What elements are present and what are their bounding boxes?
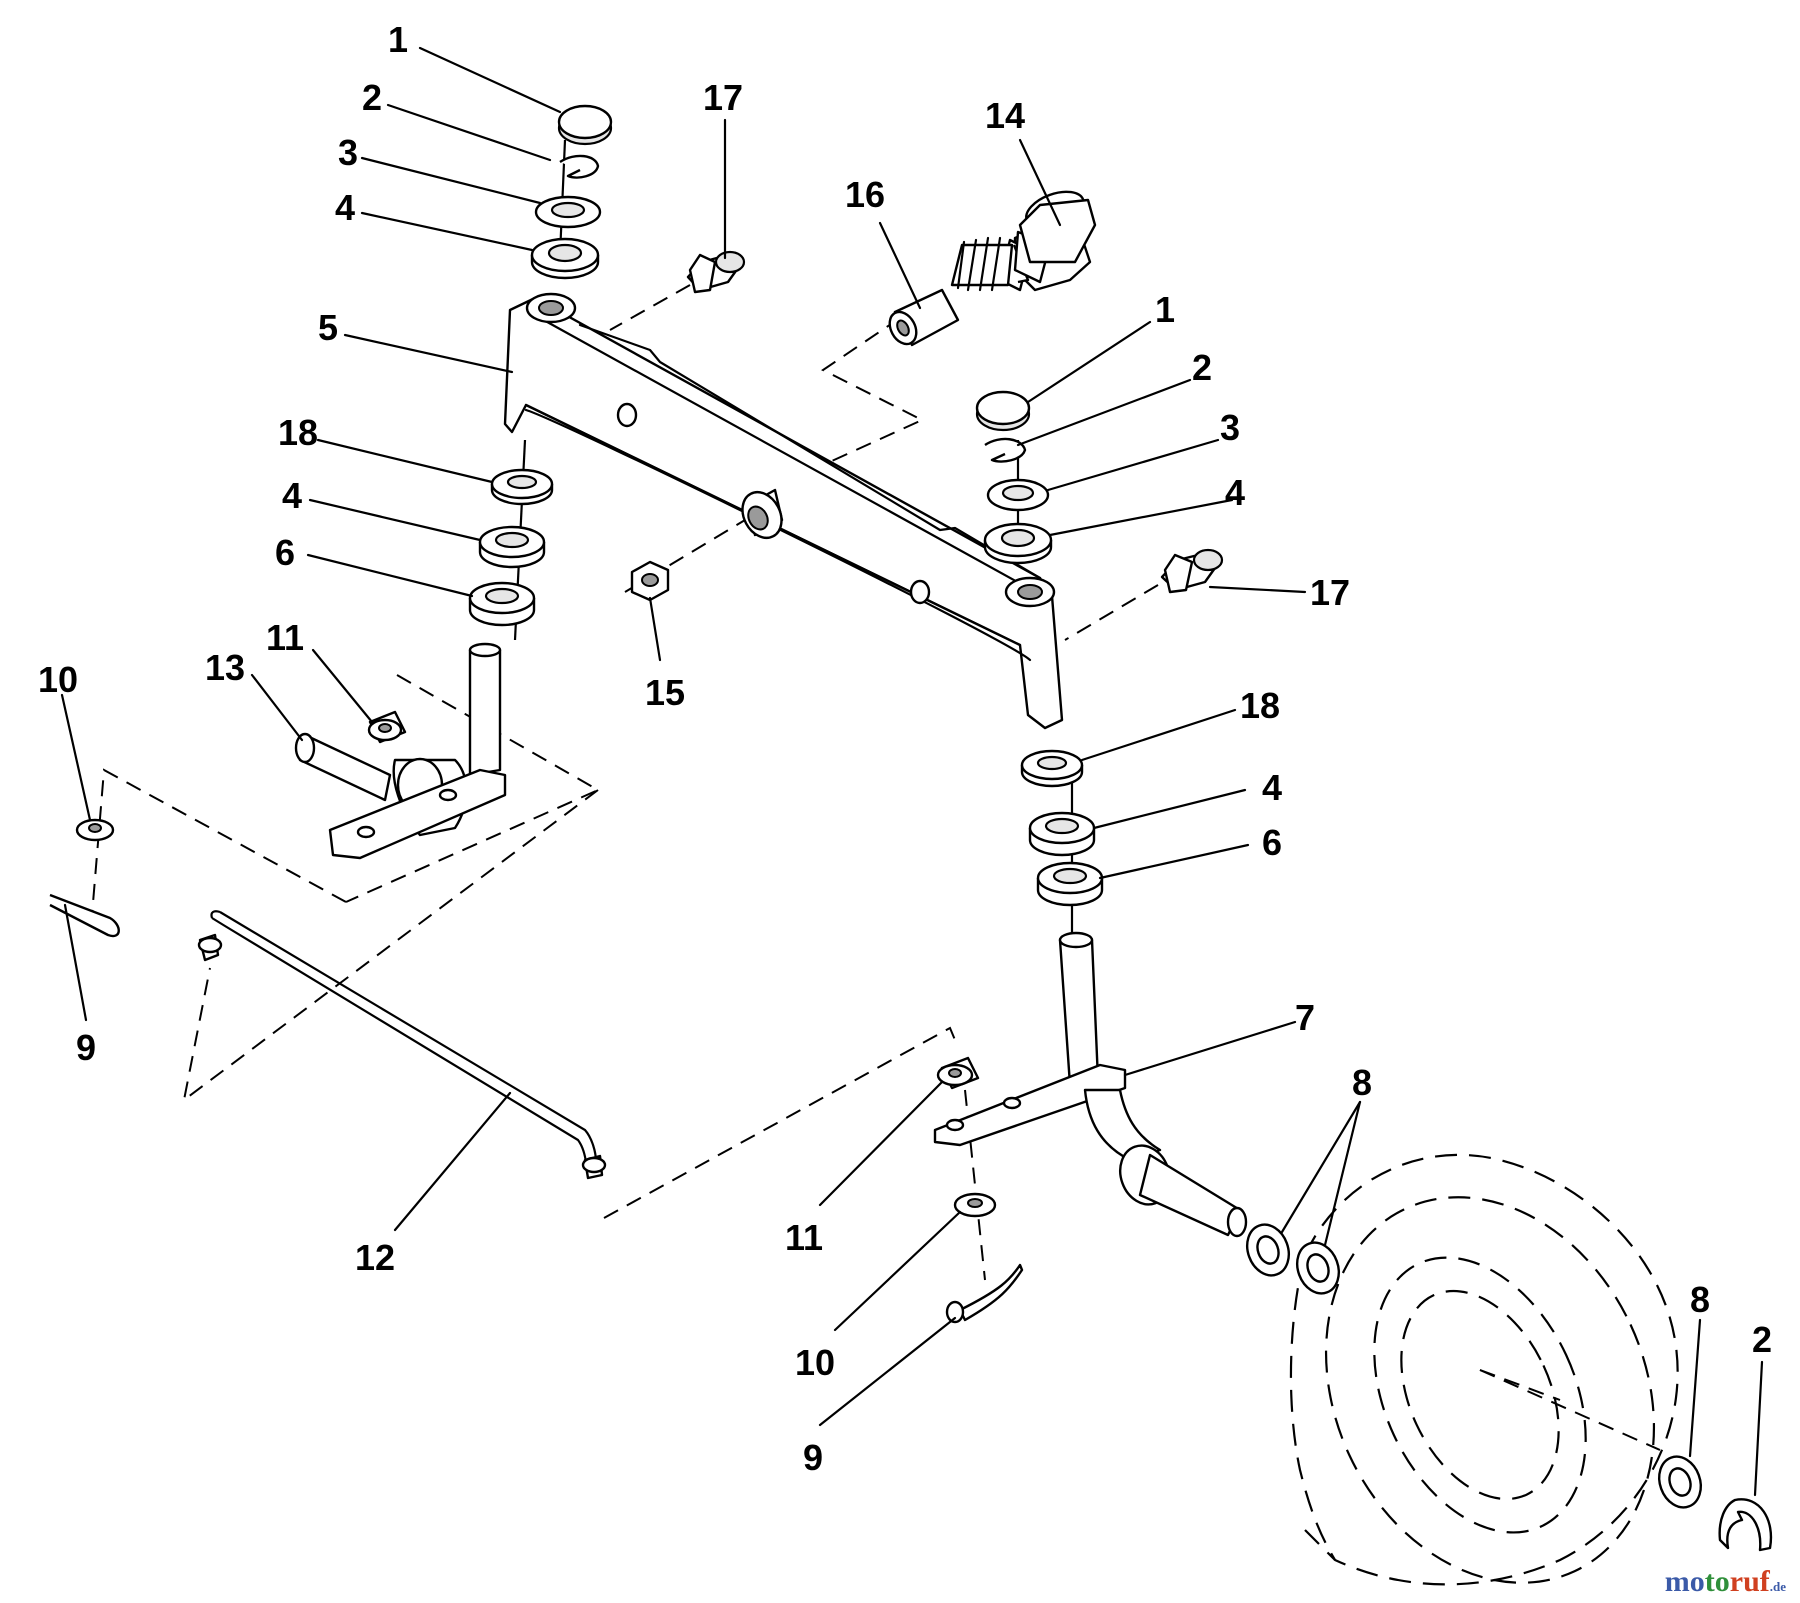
right-flange-nut: [936, 1056, 980, 1090]
callout-9-left: 9: [76, 1027, 96, 1068]
callout-4-left-lower: 4: [282, 475, 302, 516]
callout-14-bolt: 14: [985, 95, 1025, 136]
callout-6-left: 6: [275, 532, 295, 573]
callout-8-washers: 8: [1352, 1062, 1372, 1103]
callout-4-top-left: 4: [335, 187, 355, 228]
callout-13-stub: 13: [205, 647, 245, 688]
left-flange-nut: [367, 710, 407, 744]
callout-18-right: 18: [1240, 685, 1280, 726]
leader-lines: [60, 46, 1764, 1497]
pivot-bolt: [950, 190, 1097, 292]
watermark-part3: ruf: [1729, 1565, 1770, 1598]
callout-10-right: 10: [795, 1342, 835, 1383]
callout-11-left: 11: [266, 617, 304, 658]
watermark-logo: motoruf.de: [1665, 1565, 1786, 1599]
callout-numbers: 1 2 3 4 5 17 16 14 1 2 3 4 18 4 6 17 15 …: [38, 19, 1772, 1478]
callout-18-left: 18: [278, 412, 318, 453]
right-lower-hardware: [1020, 749, 1104, 907]
callout-3-right: 3: [1220, 407, 1240, 448]
spacer-sleeve: [888, 288, 960, 347]
wheel-washers: [1246, 1223, 1773, 1552]
callout-2-clip: 2: [1752, 1319, 1772, 1360]
callout-12-tie-rod: 12: [355, 1237, 395, 1278]
callout-17-right: 17: [1310, 572, 1350, 613]
callout-2-right: 2: [1192, 347, 1212, 388]
left-washer-pin: [49, 818, 120, 938]
callout-16-spacer: 16: [845, 174, 885, 215]
callout-7-spindle: 7: [1295, 997, 1315, 1038]
callout-15-nut: 15: [645, 672, 685, 713]
callout-6-right: 6: [1262, 822, 1282, 863]
left-top-hardware: [530, 104, 613, 280]
callout-8-wheel: 8: [1690, 1279, 1710, 1320]
assembly-lines: [91, 139, 1561, 1401]
callout-17-left: 17: [703, 77, 743, 118]
tie-rod: [197, 910, 607, 1180]
callout-1-top-left: 1: [388, 19, 408, 60]
left-lower-hardware: [468, 468, 554, 627]
wheel-outline: [1289, 1153, 1679, 1586]
callout-9-right: 9: [803, 1437, 823, 1478]
lock-nut: [630, 560, 670, 602]
callout-3-top-left: 3: [338, 132, 358, 173]
right-spindle: [933, 931, 1248, 1238]
grease-fitting-right: [1160, 548, 1224, 594]
callout-1-right: 1: [1155, 289, 1175, 330]
grease-fitting-left: [686, 250, 746, 294]
watermark-tld: .de: [1769, 1579, 1786, 1594]
callout-10-left: 10: [38, 659, 78, 700]
right-top-hardware: [975, 390, 1053, 565]
callout-4-right: 4: [1225, 472, 1245, 513]
callout-5-axle: 5: [318, 307, 338, 348]
right-washer-pin: [945, 1192, 1024, 1324]
watermark-part1: mo: [1664, 1565, 1705, 1598]
left-spindle: [294, 642, 507, 860]
watermark-part2: to: [1704, 1565, 1730, 1598]
callout-11-right: 11: [785, 1217, 823, 1258]
front-axle: [503, 292, 1064, 730]
callout-2-top-left: 2: [362, 77, 382, 118]
callout-4-right-lower: 4: [1262, 767, 1282, 808]
